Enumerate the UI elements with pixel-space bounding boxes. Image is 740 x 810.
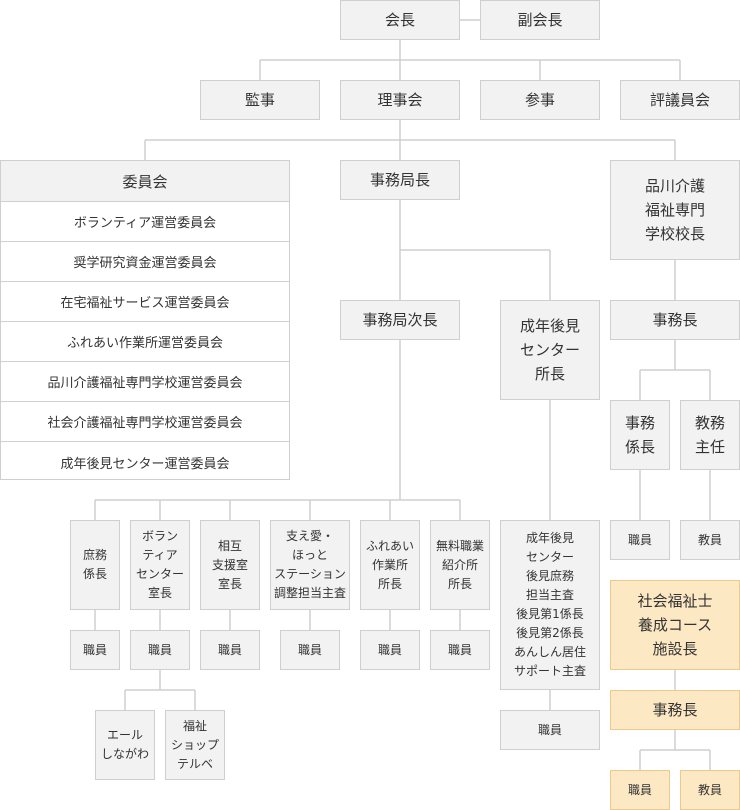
welfare-shop-terube-box: 福祉 ショップ テルベ [165, 710, 225, 780]
committee-item: ふれあい作業所運営委員会 [1, 322, 289, 362]
deputy-secretary-general-box: 事務局次長 [340, 300, 460, 340]
social-welfare-office-manager-box: 事務長 [610, 690, 740, 730]
chair-box: 会長 [340, 0, 460, 40]
school-principal-box: 品川介護 福祉専門 学校校長 [610, 160, 740, 260]
school-staff-box: 職員 [610, 520, 670, 560]
social-welfare-course-head-box: 社会福祉士 養成コース 施設長 [610, 580, 740, 670]
counselor-box: 参事 [480, 80, 600, 120]
guardianship-center-director-box: 成年後見 センター 所長 [500, 300, 600, 400]
committee-panel: 委員会 ボランティア運営委員会 奨学研究資金運営委員会 在宅福祉サービス運営委員… [0, 160, 290, 480]
dept-staff-box: 職員 [130, 630, 190, 670]
committee-item: 品川介護福祉専門学校運営委員会 [1, 362, 289, 402]
school-office-manager-box: 事務長 [610, 300, 740, 340]
dept-employment-agency-box: 無料職業 紹介所 所長 [430, 520, 490, 610]
committee-item: 社会介護福祉専門学校運営委員会 [1, 402, 289, 442]
vice-chair-box: 副会長 [480, 0, 600, 40]
dept-general-affairs-box: 庶務 係長 [70, 520, 120, 610]
dept-staff-box: 職員 [200, 630, 260, 670]
guardianship-center-employees-box: 職員 [500, 710, 600, 750]
dept-staff-box: 職員 [70, 630, 120, 670]
school-office-chief-box: 事務 係長 [610, 400, 670, 470]
yell-shinagawa-box: エール しながわ [95, 710, 155, 780]
committee-item: 成年後見センター運営委員会 [60, 456, 230, 472]
secretary-general-box: 事務局長 [340, 160, 460, 200]
council-box: 評議員会 [620, 80, 740, 120]
committee-title: 委員会 [1, 161, 289, 202]
committee-item: 在宅福祉サービス運営委員会 [1, 282, 289, 322]
dept-support-station-box: 支え愛・ ほっと ステーション 調整担当主査 [270, 520, 350, 610]
dept-staff-box: 職員 [430, 630, 490, 670]
guardianship-center-staff-box: 成年後見 センター 後見庶務 担当主査 後見第1係長 後見第2係長 あんしん居住… [500, 520, 600, 690]
social-welfare-teachers-box: 教員 [680, 770, 740, 810]
committee-item: ボランティア運営委員会 [1, 202, 289, 242]
dept-workshop-box: ふれあい 作業所 所長 [360, 520, 420, 610]
school-teachers-box: 教員 [680, 520, 740, 560]
dept-staff-box: 職員 [360, 630, 420, 670]
dept-mutual-support-box: 相互 支援室 室長 [200, 520, 260, 610]
dept-staff-box: 職員 [280, 630, 340, 670]
committee-item: 奨学研究資金運営委員会 [1, 242, 289, 282]
social-welfare-staff-box: 職員 [610, 770, 670, 810]
auditor-box: 監事 [200, 80, 320, 120]
dept-volunteer-center-box: ボラン ティア センター 室長 [130, 520, 190, 610]
school-academic-chief-box: 教務 主任 [680, 400, 740, 470]
board-box: 理事会 [340, 80, 460, 120]
